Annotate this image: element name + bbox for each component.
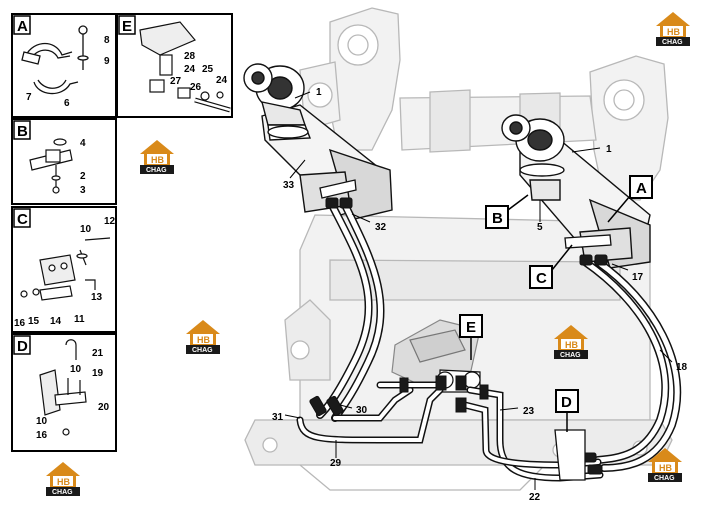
svg-text:HB: HB	[151, 155, 164, 165]
panel-c-label: 15	[28, 316, 40, 327]
part-label: 30	[356, 405, 368, 416]
panel-d-label: 19	[92, 368, 104, 379]
svg-text:CHAG: CHAG	[654, 475, 675, 482]
part-label: 5	[537, 222, 543, 233]
part-label: 1	[316, 87, 322, 98]
svg-text:CHAG: CHAG	[146, 167, 167, 174]
detail-panel-b: B 4 2 3	[11, 118, 117, 205]
panel-b-letter: B	[17, 123, 28, 140]
panel-c-label: 14	[50, 316, 62, 327]
panel-c-label: 12	[104, 216, 116, 227]
svg-text:C: C	[536, 270, 547, 287]
panel-b-label: 4	[80, 138, 86, 149]
part-label: 33	[283, 180, 295, 191]
watermark-logo: HB CHAG	[554, 325, 588, 359]
part-label: 32	[375, 222, 387, 233]
panel-e-label: 24	[184, 64, 196, 75]
panel-a-label: 6	[64, 98, 70, 109]
panel-d-letter: D	[17, 338, 28, 355]
svg-text:HB: HB	[667, 27, 680, 37]
detail-panel-c: C 10 12 13 16 15 14 11	[11, 206, 117, 333]
watermark-logo: HB CHAG	[140, 140, 174, 174]
detail-panel-d: D 21 10 19 20 10 16	[11, 333, 117, 452]
part-label: 29	[330, 458, 342, 469]
part-label: 18	[676, 362, 688, 373]
svg-text:HB: HB	[565, 340, 578, 350]
panel-e-label: 24	[216, 75, 228, 86]
watermark-logo: HB CHAG	[656, 12, 690, 46]
svg-text:CHAG: CHAG	[52, 489, 73, 496]
panel-e-label: 28	[184, 51, 196, 62]
panel-d-label: 20	[98, 402, 110, 413]
svg-text:CHAG: CHAG	[192, 347, 213, 354]
callout-box-c: C	[529, 244, 573, 289]
panel-e-letter: E	[122, 18, 132, 35]
svg-text:A: A	[636, 180, 647, 197]
panel-c-label: 13	[91, 292, 103, 303]
part-label: 31	[272, 412, 284, 423]
panel-c-label: 10	[80, 224, 92, 235]
svg-text:HB: HB	[659, 463, 672, 473]
panel-a-label: 8	[104, 35, 110, 46]
panel-c-letter: C	[17, 211, 28, 228]
main-part-labels	[284, 91, 673, 490]
callout-box-e: E	[459, 314, 483, 360]
part-label: 23	[523, 406, 535, 417]
panel-a-letter: A	[17, 18, 28, 35]
panel-a-label: 7	[26, 92, 32, 103]
watermark-logo: HB CHAG	[46, 462, 80, 496]
part-label: 1	[606, 144, 612, 155]
panel-d-label: 10	[36, 416, 48, 427]
panel-e-label: 27	[170, 76, 182, 87]
panel-d-label: 16	[36, 430, 48, 441]
callout-box-b: B	[485, 194, 529, 229]
right-lift-cylinder	[501, 114, 651, 269]
watermark-logo: HB CHAG	[648, 448, 682, 482]
watermark-logo: HB CHAG	[186, 320, 220, 354]
panel-d-label: 21	[92, 348, 104, 359]
callout-box-a: A	[607, 175, 653, 223]
panel-c-label: 16	[14, 318, 26, 329]
svg-text:CHAG: CHAG	[662, 39, 683, 46]
svg-text:B: B	[492, 210, 503, 227]
left-lift-cylinder	[243, 63, 393, 221]
svg-text:HB: HB	[197, 335, 210, 345]
panel-b-label: 2	[80, 171, 86, 182]
detail-panel-a: A 8 9 7 6	[11, 13, 117, 118]
svg-text:HB: HB	[57, 477, 70, 487]
panel-a-label: 9	[104, 56, 110, 67]
svg-text:D: D	[561, 394, 572, 411]
callout-box-d: D	[555, 389, 579, 432]
panel-e-label: 26	[190, 82, 202, 93]
part-label: 17	[632, 272, 644, 283]
panel-e-label: 25	[202, 64, 214, 75]
panel-d-label: 10	[70, 364, 82, 375]
detail-panel-e: E 28 24 27 25 24 26	[116, 13, 233, 118]
part-label: 22	[529, 492, 541, 503]
panel-b-label: 3	[80, 185, 86, 196]
panel-c-label: 11	[74, 314, 85, 325]
hose-clamp-brackets	[319, 179, 612, 481]
svg-text:CHAG: CHAG	[560, 352, 581, 359]
svg-text:E: E	[466, 319, 476, 336]
